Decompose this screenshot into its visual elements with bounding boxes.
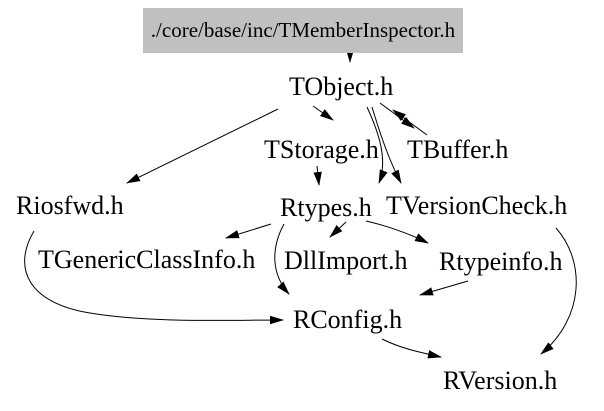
node-tgenericclassinfo-h[interactable]: TGenericClassInfo.h	[38, 245, 256, 274]
edge-tobject-to-tbuffer	[379, 102, 415, 129]
edge-tstorage-to-rtypes	[313, 165, 322, 186]
edge-riosfwd-to-rconfig	[24, 230, 284, 325]
node-rconfig-h[interactable]: RConfig.h	[293, 305, 403, 334]
node-tbuffer-h[interactable]: TBuffer.h	[407, 135, 509, 164]
edge-tbuffer-to-tobject	[392, 109, 428, 136]
edge-rtypes-to-tgenericclassinfo	[225, 223, 272, 239]
node-root-tmemberinspector: ./core/base/inc/TMemberInspector.h	[143, 8, 463, 53]
node-tstorage-h[interactable]: TStorage.h	[264, 135, 379, 164]
edge-tobject-to-tstorage	[312, 105, 334, 121]
edge-rtypeinfo-to-rconfig	[419, 280, 469, 296]
edge-tobject-to-rtypes	[366, 106, 388, 184]
edge-tversioncheck-to-rversion	[540, 227, 577, 355]
node-rversion-h[interactable]: RVersion.h	[443, 366, 558, 395]
edge-tobject-to-tversioncheck	[371, 106, 402, 184]
edge-tobject-to-riosfwd	[126, 108, 279, 184]
node-rtypes-h[interactable]: Rtypes.h	[280, 193, 372, 222]
edge-rtypes-to-rtypeinfo	[365, 220, 429, 244]
edge-rconfig-to-rversion	[381, 338, 442, 359]
node-dllimport-h[interactable]: DllImport.h	[284, 246, 408, 275]
node-tobject-h[interactable]: TObject.h	[289, 72, 394, 101]
node-rtypeinfo-h[interactable]: Rtypeinfo.h	[439, 247, 563, 276]
node-riosfwd-h[interactable]: Riosfwd.h	[16, 191, 124, 220]
edge-rtypes-to-rconfig	[274, 223, 290, 295]
edge-rtypes-to-dllimport	[329, 221, 347, 238]
node-tversioncheck-h[interactable]: TVersionCheck.h	[386, 191, 568, 220]
